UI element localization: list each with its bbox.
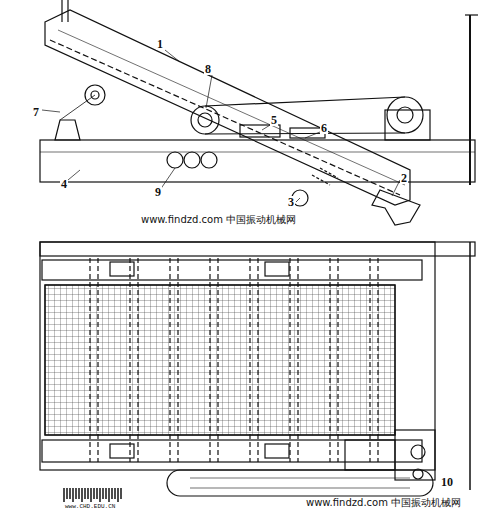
logo-text: www.CHD.EDU.CN — [64, 504, 116, 510]
callout-number: 9 — [154, 186, 162, 198]
barcode-bar — [120, 488, 121, 499]
barcode-bar — [102, 488, 103, 499]
cross-beam — [210, 258, 218, 462]
cross-beam — [130, 258, 138, 462]
barcode-bar — [63, 488, 64, 502]
callout-number: 10 — [440, 476, 454, 488]
callout-number: 6 — [320, 122, 328, 134]
barcode-bar — [87, 488, 88, 499]
callout-number: 4 — [60, 178, 68, 190]
callout-number: 5 — [270, 114, 278, 126]
barcode-bar — [93, 488, 94, 499]
barcode-bar — [117, 488, 118, 502]
barcode-bar — [111, 488, 112, 499]
cross-beam — [170, 258, 178, 462]
callout-number: 2 — [400, 172, 408, 184]
callout-number: 7 — [32, 106, 40, 118]
callout-number: 3 — [287, 196, 295, 208]
cross-beam — [250, 258, 258, 462]
barcode-bar — [108, 488, 109, 502]
barcode-bar — [84, 488, 85, 499]
barcode-bar — [96, 488, 97, 499]
barcode-bar — [105, 488, 106, 499]
barcode-bar — [66, 488, 67, 499]
barcode-bar — [99, 488, 100, 502]
barcode-bar — [72, 488, 73, 502]
callout-number: 8 — [204, 63, 212, 75]
barcode-bar — [114, 488, 115, 499]
watermark: www.findzd.com 中国振动机械网 — [140, 215, 297, 225]
cross-beam — [370, 258, 378, 462]
barcode-bar — [90, 488, 91, 502]
barcode-bar — [78, 488, 79, 499]
cross-beam — [90, 258, 98, 462]
barcode-bar — [75, 488, 76, 499]
barcode-bar — [69, 488, 70, 499]
callout-number: 1 — [156, 38, 164, 50]
watermark: www.findzd.com 中国振动机械网 — [305, 498, 462, 508]
cross-beam — [290, 258, 298, 462]
cross-beam — [330, 258, 338, 462]
barcode-bar — [81, 488, 82, 502]
